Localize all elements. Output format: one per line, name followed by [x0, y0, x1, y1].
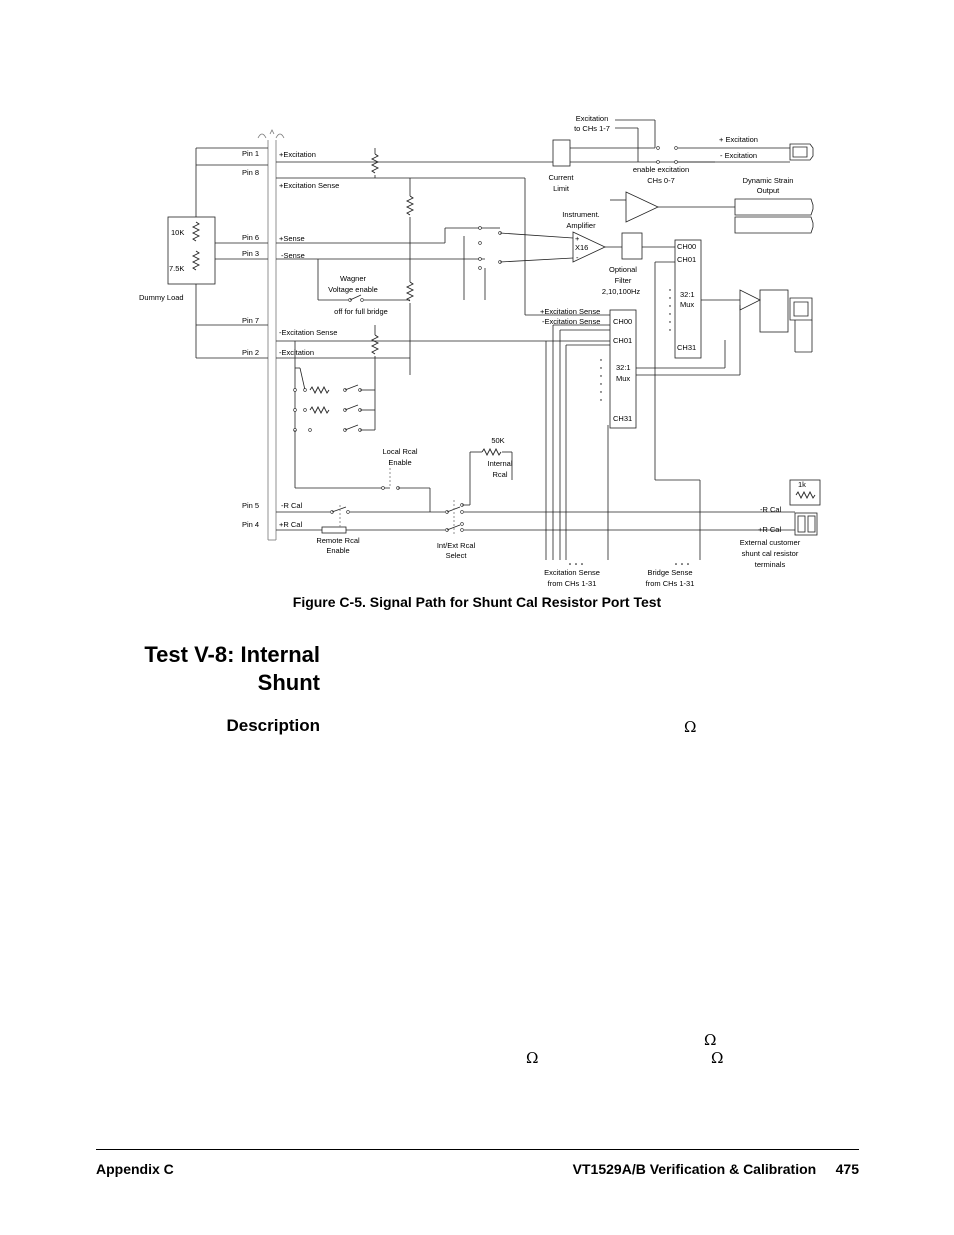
signal-path-schematic: Pin 1 Pin 8 Pin 6 Pin 3 Pin 7 Pin 2 Pin … [139, 114, 821, 588]
label-amp-gain: X16 [575, 243, 588, 252]
label-plus-excitation: +Excitation [279, 150, 316, 159]
label-mux-left-ch01: CH01 [613, 336, 632, 345]
dummy-load-box [167, 216, 216, 285]
label-pin2: Pin 2 [242, 348, 259, 357]
label-mux-right-mux: Mux [680, 300, 694, 309]
mux-right [674, 239, 702, 359]
figure-caption: Figure C-5. Signal Path for Shunt Cal Re… [292, 594, 662, 610]
external-1k-box [789, 479, 821, 506]
label-plus-sense: +Sense [279, 234, 305, 243]
label-local-rcal-2: Enable [388, 458, 411, 467]
label-exc-sense-minus: -Excitation Sense [542, 317, 600, 326]
footer-title-page: VT1529A/B Verification & Calibration 475 [572, 1161, 859, 1177]
label-filter-3: 2,10,100Hz [602, 287, 641, 296]
test-heading: Test V-8: Internal Shunt [110, 641, 320, 697]
label-int-ext-rcal-1: Int/Ext Rcal [437, 541, 476, 550]
label-minus-excitation: -Excitation [279, 348, 314, 357]
label-pin6: Pin 6 [242, 233, 259, 242]
label-ext-customer-2: shunt cal resistor [742, 549, 799, 558]
label-exc-sense-from-2: from CHs 1-31 [548, 579, 597, 588]
label-dummy-load: Dummy Load [139, 293, 184, 302]
label-10k: 10K [171, 228, 184, 237]
label-current-limit-2: Limit [553, 184, 570, 193]
current-limit-box [552, 139, 571, 167]
label-current-limit-1: Current [548, 173, 574, 182]
optional-filter-box [621, 232, 643, 260]
label-out-minus-excitation: - Excitation [720, 151, 757, 160]
label-ext-minus-rcal: -R Cal [760, 505, 782, 514]
omega-symbol: Ω [704, 1031, 717, 1049]
label-bridge-sense-1: Bridge Sense [647, 568, 692, 577]
label-pin5: Pin 5 [242, 501, 259, 510]
label-ext-customer-1: External customer [740, 538, 801, 547]
label-bridge-sense-2: from CHs 1-31 [646, 579, 695, 588]
label-ext-customer-3: terminals [755, 560, 786, 569]
label-filter-1: Optional [609, 265, 637, 274]
label-mux-right-ch00: CH00 [677, 242, 696, 251]
label-excitation-to-1: Excitation [576, 114, 609, 123]
label-50k: 50K [491, 436, 504, 445]
label-pin7: Pin 7 [242, 316, 259, 325]
label-filter-2: Filter [615, 276, 632, 285]
label-pin1: Pin 1 [242, 149, 259, 158]
test-heading-line1: Test V-8: Internal [144, 642, 320, 667]
label-mux-left-ch00: CH00 [613, 317, 632, 326]
label-inst-amp-2: Amplifier [566, 221, 596, 230]
label-mux-right-ch01: CH01 [677, 255, 696, 264]
label-mux-left-32: 32:1 [616, 363, 631, 372]
label-minus-sense: -Sense [281, 251, 305, 260]
external-terminals [794, 512, 818, 536]
label-mux-right-ch31: CH31 [677, 343, 696, 352]
label-mux-right-32: 32:1 [680, 290, 695, 299]
label-exc-sense-plus: +Excitation Sense [540, 307, 600, 316]
label-internal-rcal-2: Rcal [492, 470, 507, 479]
label-dynamic-strain-2: Output [757, 186, 780, 195]
label-enable-excitation-2: CHs 0-7 [647, 176, 675, 185]
label-excitation-to-2: to CHs 1-7 [574, 124, 610, 133]
footer-appendix: Appendix C [96, 1161, 174, 1177]
label-enable-excitation-1: enable excitation [633, 165, 689, 174]
label-mux-left-ch31: CH31 [613, 414, 632, 423]
label-exc-sense-from-1: Excitation Sense [544, 568, 600, 577]
label-wagner-3: off for full bridge [334, 307, 388, 316]
label-minus-excitation-sense: -Excitation Sense [279, 328, 337, 337]
label-mux-left-mux: Mux [616, 374, 630, 383]
label-dynamic-strain-1: Dynamic Strain [743, 176, 794, 185]
label-remote-rcal-1: Remote Rcal [316, 536, 360, 545]
label-plus-rcal: +R Cal [279, 520, 302, 529]
label-pin8: Pin 8 [242, 168, 259, 177]
omega-symbol: Ω [711, 1049, 724, 1067]
output-module-box [759, 289, 789, 333]
label-pin4: Pin 4 [242, 520, 259, 529]
footer-rule [96, 1149, 859, 1150]
label-minus-rcal: -R Cal [281, 501, 303, 510]
section-title: Description [226, 716, 320, 735]
test-heading-line2: Shunt [257, 670, 320, 695]
omega-symbol: Ω [526, 1049, 539, 1067]
label-7-5k: 7.5K [169, 264, 184, 273]
label-inst-amp-1: Instrument. [562, 210, 600, 219]
label-local-rcal-1: Local Rcal [382, 447, 417, 456]
remote-rcal-switch [321, 526, 347, 534]
label-amp-plus: + [575, 234, 580, 243]
label-internal-rcal-1: Internal [487, 459, 512, 468]
label-amp-minus: - [576, 253, 579, 262]
label-out-plus-excitation: + Excitation [719, 135, 758, 144]
label-ext-plus-rcal: +R Cal [758, 525, 781, 534]
label-wagner-1: Wagner [340, 274, 366, 283]
label-1k: 1k [798, 480, 806, 489]
mux-left [609, 309, 637, 429]
label-plus-excitation-sense: +Excitation Sense [279, 181, 339, 190]
label-pin3: Pin 3 [242, 249, 259, 258]
label-remote-rcal-2: Enable [326, 546, 349, 555]
omega-symbol: Ω [684, 718, 697, 736]
label-int-ext-rcal-2: Select [446, 551, 468, 560]
label-wagner-2: Voltage enable [328, 285, 378, 294]
